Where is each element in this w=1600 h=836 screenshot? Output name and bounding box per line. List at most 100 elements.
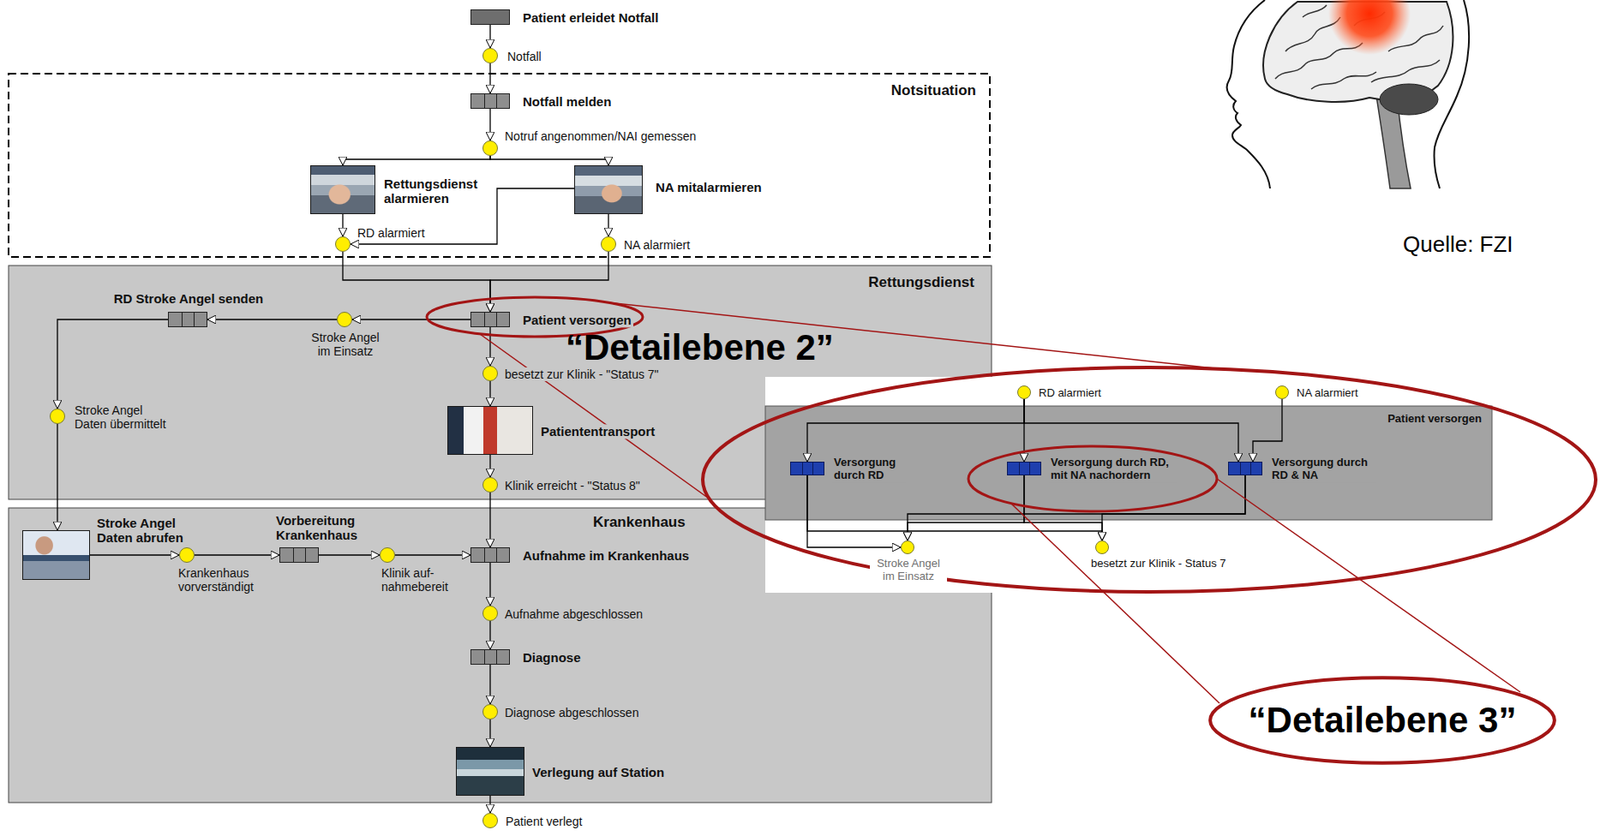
flow-arrow (489, 381, 491, 407)
event-circle: besetzt zur Klinik - "Status 7" (482, 365, 498, 382)
transition-divider (496, 94, 498, 108)
transition-box: Versorgung durch RD, mit NA nachordern (1006, 461, 1042, 476)
flow-arrow (489, 492, 491, 548)
node-label: Patient erleidet Notfall (521, 10, 660, 25)
node-label: Rettungsdienst (866, 274, 977, 292)
flow-arrow (489, 108, 491, 141)
node-label: Notsituation (889, 82, 978, 100)
transition-divider (305, 548, 306, 563)
node-label: Aufnahme abgeschlossen (503, 607, 645, 622)
flow-arrow (1252, 399, 1283, 462)
flow-arrow (489, 63, 491, 94)
node-label: besetzt zur Klinik - Status 7 (1089, 557, 1229, 571)
detail-panel: Patient versorgenVersorgung durch RDVers… (765, 406, 1493, 521)
flow-arrow (807, 475, 1103, 541)
node-label: Patient versorgen (521, 312, 634, 328)
event-circle: besetzt zur Klinik - Status 7 (1095, 540, 1109, 555)
flow-arrow (1024, 399, 1239, 462)
node-label: Rettungsdienst alarmieren (382, 175, 493, 206)
transition-divider (1018, 462, 1020, 475)
node-label: NA alarmiert (622, 238, 692, 252)
flow-arrow (352, 318, 471, 320)
flow-arrow (489, 621, 491, 650)
flow-arrow (807, 399, 1025, 462)
flow-arrow (207, 318, 337, 320)
flow-arrow (489, 563, 491, 606)
flow-arrow (489, 455, 491, 478)
node-label: Patient verlegt (503, 814, 585, 829)
node-label: Notruf angenommen/NAI gemessen (503, 129, 698, 144)
swimlane-band: KrankenhausStroke Angel Daten abrufenKra… (8, 508, 992, 803)
node-label: Notfall (505, 49, 544, 64)
node-label: besetzt zur Klinik - "Status 7" (503, 367, 661, 382)
node-label: Krankenhaus vorverständigt (176, 566, 266, 594)
node-label: Klinik erreicht - "Status 8" (503, 479, 642, 493)
flow-arrow (194, 554, 280, 556)
transition-box: RD Stroke Angel senden (167, 311, 208, 328)
flow-arrow (56, 424, 58, 531)
node-label: Versorgung durch RD & NA (1270, 456, 1377, 483)
annotation-label: Quelle: FZI (1402, 232, 1514, 258)
event-circle: Klinik auf- nahmebereit (379, 547, 396, 564)
swimlane-band: NotsituationNotfall meldenNotruf angenom… (8, 73, 990, 258)
flow-arrow (341, 214, 343, 237)
event-circle: Klinik erreicht - "Status 8" (482, 477, 498, 493)
zoom-leader (1216, 479, 1521, 693)
event-circle: Stroke Angel im Einsatz (900, 540, 915, 555)
node-label: Notfall melden (521, 94, 613, 109)
event-circle: Diagnose abgeschlossen (482, 704, 498, 720)
flow-arrow (489, 719, 491, 748)
brain-illustration (1227, 0, 1470, 189)
node-label: Stroke Angel im Einsatz (304, 330, 387, 359)
process-image: Patiententransport (447, 406, 534, 456)
head-outline (1227, 0, 1271, 189)
node-label: Versorgung durch RD, mit NA nachordern (1048, 456, 1177, 483)
process-image: Rettungsdienst alarmieren (310, 165, 376, 215)
event-circle: Notruf angenommen/NAI gemessen (482, 140, 498, 156)
flow-arrow (395, 554, 471, 556)
node-label: RD Stroke Angel senden (112, 291, 265, 306)
node-label: Patient versorgen (1385, 413, 1484, 426)
highlight-ellipse (968, 446, 1217, 512)
transition-divider (496, 650, 498, 665)
transition-box: Patient erleidet Notfall (470, 9, 510, 25)
flow-arrow (489, 327, 491, 366)
event-circle: Stroke Angel im Einsatz (336, 311, 353, 328)
node-label: Diagnose (521, 650, 583, 666)
node-label: Verlegung auf Station (530, 765, 666, 780)
transition-divider (193, 312, 195, 327)
highlight-ellipse (702, 367, 1596, 593)
node-label: RD alarmiert (355, 226, 427, 240)
flow-arrow (489, 24, 491, 48)
flow-arrow (342, 251, 491, 312)
event-circle: NA alarmiert (1275, 385, 1289, 400)
node-label: Stroke Angel Daten übermittelt (72, 403, 173, 432)
event-circle: Aufnahme abgeschlossen (482, 605, 498, 622)
flow-arrow (489, 665, 491, 705)
event-circle: RD alarmiert (335, 236, 351, 252)
event-circle: Notfall (482, 47, 498, 64)
process-image: Stroke Angel Daten abrufen (22, 530, 90, 581)
node-label: Stroke Angel im Einsatz (869, 557, 947, 584)
flow-arrow (490, 251, 609, 312)
transition-divider (1240, 462, 1241, 475)
callout-text: “Detailebene 3” (1248, 701, 1517, 741)
callout-ellipse: “Detailebene 3” (1206, 674, 1559, 768)
flow-arrow (342, 155, 491, 166)
zoom-background (765, 377, 1493, 594)
node-label: Patiententransport (539, 424, 657, 439)
flow-arrow (318, 554, 380, 556)
node-label: NA alarmiert (1294, 387, 1361, 401)
node-label: Stroke Angel Daten abrufen (95, 515, 193, 546)
transition-divider (802, 462, 803, 475)
event-circle: RD alarmiert (1017, 385, 1031, 400)
transition-box: Diagnose (470, 649, 510, 666)
lane-fill (8, 73, 990, 258)
callout-ellipse-shape (1210, 677, 1555, 763)
node-label: Aufnahme im Krankenhaus (521, 548, 691, 564)
transition-divider (484, 94, 486, 108)
flow-arrow (89, 554, 180, 556)
zoom-leader (1010, 503, 1220, 704)
flow-arrow (1102, 475, 1246, 541)
